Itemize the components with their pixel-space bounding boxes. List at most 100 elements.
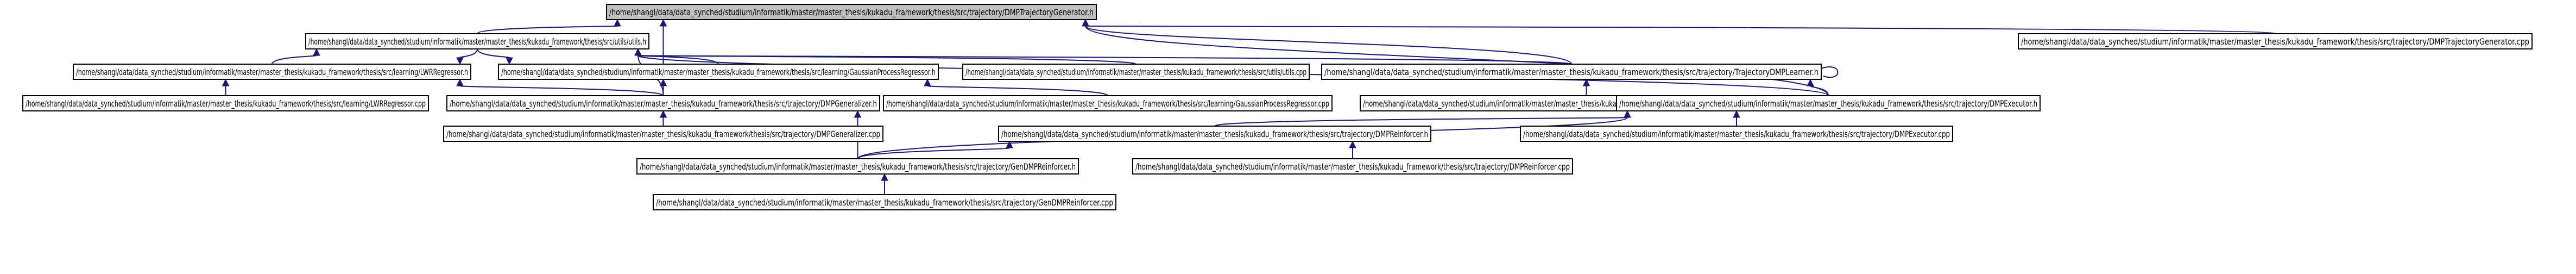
edge-e_tdlcpp_to_tdlh: [1582, 78, 1590, 96]
node-n_gen_reinf_h[interactable]: /home/shangl/data/data_synched/studium/i…: [636, 158, 1079, 175]
node-n_exec_cpp[interactable]: /home/shangl/data/data_synched/studium/i…: [1520, 126, 1953, 142]
node-label: /home/shangl/data/data_synched/studium/i…: [450, 98, 877, 109]
node-box: [606, 4, 1097, 20]
edge-arrowhead: [313, 48, 320, 56]
edge-e_utils_to_root: [477, 18, 621, 34]
edge-e_exech_to_tdlh: [1807, 78, 1829, 96]
edge-arrowhead: [1807, 78, 1814, 86]
node-box: [883, 95, 1333, 111]
edge-arrowhead: [659, 78, 667, 86]
node-box: [998, 126, 1431, 142]
node-n_dmpgz_h[interactable]: /home/shangl/data/data_synched/studium/i…: [446, 95, 880, 111]
edge-line: [1810, 85, 1829, 96]
edge-arrowhead: [614, 18, 621, 27]
node-n_exec_h[interactable]: /home/shangl/data/data_synched/studium/i…: [1616, 95, 2041, 111]
node-n_dmp_gen_cpp[interactable]: /home/shangl/data/data_synched/studium/i…: [2018, 33, 2533, 49]
edge-arrowhead: [924, 78, 931, 86]
edge-line: [637, 55, 719, 65]
edge-line: [927, 85, 1108, 96]
edge-arrowhead: [659, 110, 667, 118]
node-label: /home/shangl/data/data_synched/studium/i…: [1135, 161, 1570, 172]
edge-e_reinfh_to_exech: [1214, 110, 1631, 127]
node-box: [73, 64, 471, 80]
node-label: /home/shangl/data/data_synched/studium/i…: [76, 67, 468, 78]
node-n_gpr_cpp[interactable]: /home/shangl/data/data_synched/studium/i…: [883, 95, 1333, 111]
edge-arrowhead: [1006, 140, 1013, 148]
node-box: [443, 126, 883, 142]
edge-e_exech_to_root: [1082, 18, 1829, 96]
node-n_reinf_h[interactable]: /home/shangl/data/data_synched/studium/i…: [998, 126, 1431, 142]
edge-arrowhead: [1582, 78, 1590, 86]
node-label: /home/shangl/data/data_synched/studium/i…: [2021, 36, 2529, 47]
node-label: /home/shangl/data/data_synched/studium/i…: [1619, 98, 2037, 109]
edge-line: [857, 147, 1010, 159]
edge-e_genreinfh_to_reinfh: [857, 140, 1013, 159]
edge-e_lwrh_to_utils: [272, 48, 320, 65]
edge-e_utils_to_gprh: [477, 48, 513, 65]
node-box: [1321, 64, 1822, 80]
edge-line: [1085, 26, 1572, 65]
node-n_utils_h[interactable]: /home/shangl/data/data_synched/studium/i…: [305, 33, 649, 49]
edge-e_dmpgzh_to_gprh: [659, 78, 667, 96]
edge-arrowhead: [506, 57, 513, 65]
edge-e_gprcpp_to_gprh: [924, 78, 1108, 96]
edge-arrowhead: [222, 78, 230, 86]
edge-e_genreinfcpp_to_genreinfh: [881, 173, 888, 195]
node-n_reinf_cpp[interactable]: /home/shangl/data/data_synched/studium/i…: [1132, 158, 1573, 175]
edge-arrowhead: [1624, 110, 1631, 118]
edge-line: [272, 55, 317, 65]
node-box: [1616, 95, 2041, 111]
edge-line: [1214, 117, 1628, 127]
edge-arrowhead: [1349, 140, 1356, 148]
node-label: /home/shangl/data/data_synched/studium/i…: [446, 129, 880, 140]
node-label: /home/shangl/data/data_synched/studium/i…: [656, 197, 1113, 208]
node-box: [653, 194, 1116, 210]
node-n_tdl_h[interactable]: /home/shangl/data/data_synched/studium/i…: [1321, 64, 1822, 80]
node-label: /home/shangl/data/data_synched/studium/i…: [1523, 129, 1950, 140]
edge-arrowhead: [854, 110, 862, 118]
edge-line: [1085, 26, 2276, 34]
edge-e_lwrcpp_to_lwrh: [222, 78, 230, 96]
edge-e_execcpp_to_exech: [1733, 110, 1740, 126]
edge-arrowhead: [1733, 110, 1740, 118]
edge-arrowhead: [456, 78, 464, 86]
edge-line: [477, 26, 618, 34]
edge-arrowhead: [634, 48, 642, 56]
node-n_gpr_h[interactable]: /home/shangl/data/data_synched/studium/i…: [498, 64, 939, 80]
edge-arrowhead: [659, 18, 667, 27]
node-box: [1520, 126, 1953, 142]
edge-e_tdlh_to_utils: [634, 48, 1572, 65]
edge-e_utils_to_lwrh: [456, 48, 478, 65]
edge-e_dmpgzh_to_lwrh: [456, 78, 664, 96]
edge-e_dmpgzcpp_to_dmpgzh: [659, 110, 667, 127]
node-box: [22, 95, 429, 111]
node-label: /home/shangl/data/data_synched/studium/i…: [1324, 67, 1819, 78]
node-box: [305, 33, 649, 49]
node-n_lwr_cpp[interactable]: /home/shangl/data/data_synched/studium/i…: [22, 95, 429, 111]
edge-e_tdlh_self: [1821, 66, 1839, 78]
node-n_lwr_h[interactable]: /home/shangl/data/data_synched/studium/i…: [73, 64, 471, 80]
edge-line: [477, 48, 510, 58]
node-label: /home/shangl/data/data_synched/studium/i…: [1001, 129, 1428, 140]
node-n_utils_cpp[interactable]: /home/shangl/data/data_synched/studium/i…: [962, 64, 1310, 80]
node-box: [498, 64, 939, 80]
edge-line: [1085, 26, 1829, 96]
edge-line: [459, 85, 664, 96]
node-box: [2018, 33, 2533, 49]
node-label: /home/shangl/data/data_synched/studium/i…: [26, 98, 426, 109]
node-label: /home/shangl/data/data_synched/studium/i…: [640, 161, 1076, 172]
edge-line: [1821, 66, 1839, 78]
node-n_dmp_gen_h: /home/shangl/data/data_synched/studium/i…: [606, 4, 1097, 20]
node-box: [1132, 158, 1573, 175]
node-n_gen_reinf_cpp[interactable]: /home/shangl/data/data_synched/studium/i…: [653, 194, 1116, 210]
node-n_dmpgz_cpp[interactable]: /home/shangl/data/data_synched/studium/i…: [443, 126, 883, 142]
edge-line: [459, 48, 478, 58]
node-label: /home/shangl/data/data_synched/studium/i…: [609, 7, 1094, 18]
edge-line: [637, 55, 1572, 65]
node-label: /home/shangl/data/data_synched/studium/i…: [308, 36, 646, 47]
edge-arrowhead: [1082, 18, 1089, 27]
node-label: /home/shangl/data/data_synched/studium/i…: [501, 67, 936, 78]
nodes-layer: /home/shangl/data/data_synched/studium/i…: [22, 4, 2533, 210]
node-box: [636, 158, 1079, 175]
